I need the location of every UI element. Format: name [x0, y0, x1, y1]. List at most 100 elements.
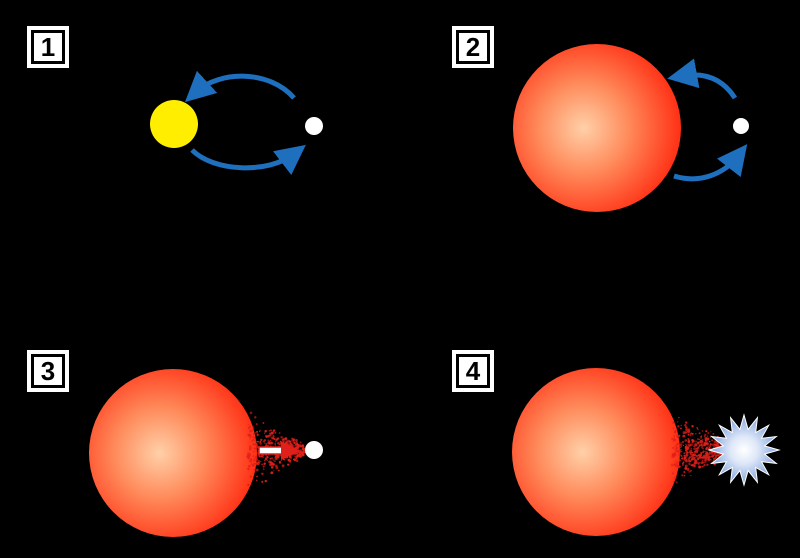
stream-particle	[295, 441, 298, 444]
stream-particle	[252, 425, 254, 428]
stream-particle	[299, 441, 302, 444]
stream-particle	[674, 448, 678, 452]
stream-particle	[250, 440, 254, 443]
stream-particle	[684, 439, 688, 442]
stream-particle	[271, 457, 274, 460]
stream-particle	[692, 432, 694, 435]
stream-particle	[698, 438, 700, 441]
stream-particle	[713, 454, 715, 456]
stream-particle	[697, 438, 699, 440]
stream-particle	[262, 422, 265, 424]
stream-particle	[703, 454, 706, 458]
stream-particle	[707, 458, 709, 461]
stream-particle	[278, 432, 281, 434]
stream-particle	[254, 442, 258, 446]
stream-particle	[702, 438, 704, 441]
stream-particle	[670, 463, 674, 467]
stream-particle	[264, 442, 266, 445]
stream-particle	[265, 443, 268, 445]
stream-particle	[267, 441, 271, 445]
stream-particle	[677, 421, 679, 423]
stream-particle	[678, 465, 681, 468]
stream-particle	[296, 452, 299, 455]
supernova-burst-icon	[707, 413, 781, 487]
stream-particle	[676, 461, 679, 464]
stream-particle	[684, 443, 687, 445]
stream-particle	[700, 437, 702, 439]
stream-particle	[680, 444, 683, 446]
orbit-arrow-bottom-icon	[673, 144, 748, 182]
stream-particle	[274, 431, 277, 434]
stream-particle	[287, 458, 289, 460]
stream-particle	[275, 438, 277, 441]
stream-particle	[263, 439, 266, 442]
stream-particle	[677, 454, 680, 456]
stream-particle	[705, 461, 707, 463]
stream-particle	[269, 439, 272, 441]
stream-particle	[706, 435, 709, 437]
stream-particle	[691, 451, 694, 454]
stream-particle	[672, 438, 675, 441]
orbit-arrow-top-icon	[184, 70, 296, 103]
stream-particle	[289, 461, 291, 464]
stream-particle	[703, 456, 706, 459]
stream-particle	[267, 439, 269, 441]
stream-particle	[708, 452, 711, 455]
stream-particle	[270, 429, 272, 432]
stream-particle	[701, 456, 704, 459]
orbit-arrow-bottom-icon	[190, 144, 306, 176]
stream-particle	[717, 454, 720, 457]
stream-particle	[249, 411, 253, 415]
red-giant-icon	[89, 369, 257, 537]
stream-particle	[673, 476, 677, 480]
stream-particle	[692, 456, 696, 460]
stream-particle	[712, 432, 715, 435]
stream-particle	[680, 454, 682, 457]
stream-particle	[247, 423, 249, 426]
stream-particle	[682, 435, 685, 438]
stream-particle	[275, 458, 278, 460]
stream-particle	[270, 431, 274, 435]
stream-particle	[264, 459, 267, 461]
stream-particle	[691, 464, 693, 467]
stream-particle	[675, 481, 678, 484]
stream-particle	[675, 434, 679, 437]
stream-particle	[711, 439, 714, 442]
panel-3	[89, 369, 323, 537]
stream-particle	[703, 461, 706, 463]
stream-particle	[688, 470, 691, 473]
stream-particle	[713, 443, 717, 446]
stream-particle	[302, 447, 305, 450]
stream-particle	[247, 427, 251, 430]
stream-particle	[266, 455, 268, 457]
stream-particle	[253, 450, 255, 453]
stream-particle	[280, 435, 283, 439]
stream-particle	[671, 438, 673, 440]
stream-particle	[684, 467, 688, 470]
stream-particle	[704, 458, 707, 462]
stream-particle	[249, 446, 253, 450]
stream-particle	[255, 423, 258, 426]
stream-particle	[252, 433, 255, 435]
stream-particle	[687, 443, 690, 446]
stream-particle	[249, 430, 252, 433]
stream-particle	[689, 433, 692, 435]
stream-particle	[693, 461, 697, 465]
stream-particle	[700, 435, 703, 438]
stream-particle	[713, 445, 716, 449]
stream-particle	[252, 438, 255, 442]
stream-particle	[676, 436, 679, 438]
stream-particle	[301, 444, 305, 448]
stream-particle	[704, 437, 708, 440]
stream-particle	[249, 438, 251, 440]
stream-particle	[265, 435, 268, 438]
stream-particle	[299, 444, 302, 447]
stream-particle	[704, 452, 707, 455]
stream-particle	[249, 458, 253, 461]
stream-particle	[698, 455, 702, 459]
stream-particle	[289, 440, 292, 444]
stream-particle	[681, 474, 684, 477]
stream-particle	[255, 479, 258, 482]
stream-particle	[706, 451, 709, 454]
stream-particle	[695, 455, 699, 458]
